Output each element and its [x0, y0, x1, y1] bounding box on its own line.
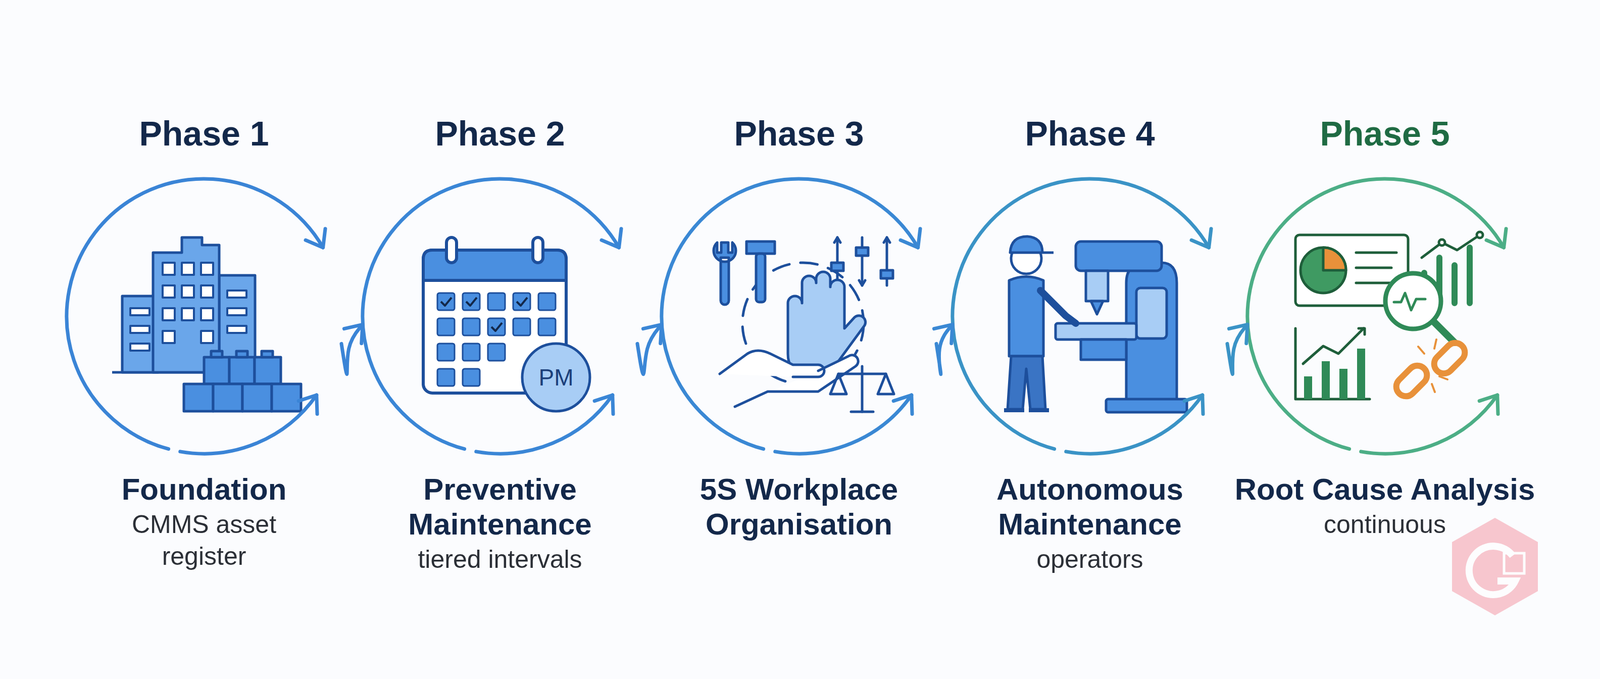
connector-arrowhead: [1228, 324, 1248, 343]
arc-arrowhead: [1191, 228, 1212, 248]
phase-name: 5S Workplace Organisation: [646, 471, 952, 542]
arc-arrowhead: [298, 394, 318, 414]
circle-outline: [362, 178, 638, 454]
phase-connector: [341, 324, 363, 374]
phase-note: operators: [938, 543, 1242, 576]
building-icon: [112, 237, 302, 412]
caption-stack: Autonomous Maintenanceoperators: [937, 471, 1243, 576]
phase-note: tiered intervals: [348, 543, 652, 576]
arc-arrowhead: [1486, 228, 1507, 248]
phase-heading: Phase 1: [16, 114, 392, 153]
phase-connector: [637, 324, 662, 374]
cycle-arc: [775, 394, 912, 454]
phase-heading: Phase 2: [312, 114, 688, 153]
caption-stack: Preventive Maintenancetiered intervals: [347, 471, 653, 576]
cycle-arc: [1066, 394, 1203, 454]
arc-arrowhead: [601, 228, 622, 248]
cycle-arc: [661, 178, 919, 449]
cycle-arc: [952, 178, 1210, 449]
phase-note: continuous: [1233, 508, 1537, 541]
phase-circle: Phase 5Root Cause Analysiscontinuous: [1247, 178, 1523, 454]
connector-arrowhead: [933, 324, 953, 343]
phase-connector: [936, 324, 953, 374]
caption-stack: Root Cause Analysiscontinuous: [1232, 471, 1538, 541]
arc-arrowhead: [1184, 394, 1204, 414]
circle-outline: [661, 178, 937, 454]
phase-heading: Phase 3: [611, 114, 987, 153]
circle-outline: [1247, 178, 1523, 454]
phase-note: CMMS asset register: [113, 508, 295, 572]
caption-stack: 5S Workplace Organisation: [646, 471, 952, 542]
analysis-icon: [1295, 231, 1483, 400]
phase-heading: Phase 5: [1196, 114, 1573, 153]
arc-arrowhead: [900, 228, 921, 248]
phase-circle: Phase 1FoundationCMMS asset register: [66, 178, 342, 454]
arc-arrowhead: [1479, 394, 1498, 414]
cycle-arc: [476, 394, 613, 454]
circle-outline: [66, 178, 342, 454]
phase-circle: Phase 35S Workplace Organisation: [661, 178, 937, 454]
watermark-logo: [1452, 517, 1538, 616]
phase-name: Foundation: [51, 471, 357, 507]
phase-connector: [1227, 324, 1248, 374]
connector-arrowhead: [343, 324, 363, 343]
arc-arrowhead: [594, 394, 614, 414]
cycle-arc: [180, 394, 317, 454]
connector-arrowhead: [642, 324, 662, 343]
arc-arrowhead: [305, 228, 326, 248]
calendar-icon: [423, 237, 590, 412]
icon-label: PM: [538, 363, 574, 391]
cycle-arc: [1247, 178, 1505, 449]
phase-name: Autonomous Maintenance: [937, 471, 1243, 542]
phase-circle: Phase 2Preventive Maintenancetiered inte…: [362, 178, 638, 454]
phase-name: Root Cause Analysis: [1232, 471, 1538, 507]
phase-heading: Phase 4: [902, 114, 1278, 153]
cycle-arc: [362, 178, 620, 449]
cycle-arc: [1361, 394, 1498, 454]
arc-arrowhead: [893, 394, 913, 414]
phase-circle: Phase 4Autonomous Maintenanceoperators: [952, 178, 1228, 454]
workplace-icon: [713, 237, 894, 412]
caption-stack: FoundationCMMS asset register: [51, 471, 357, 572]
operator-machine-icon: [1004, 236, 1187, 413]
cycle-arc: [66, 178, 324, 449]
phase-name: Preventive Maintenance: [347, 471, 653, 542]
circle-outline: [952, 178, 1228, 454]
